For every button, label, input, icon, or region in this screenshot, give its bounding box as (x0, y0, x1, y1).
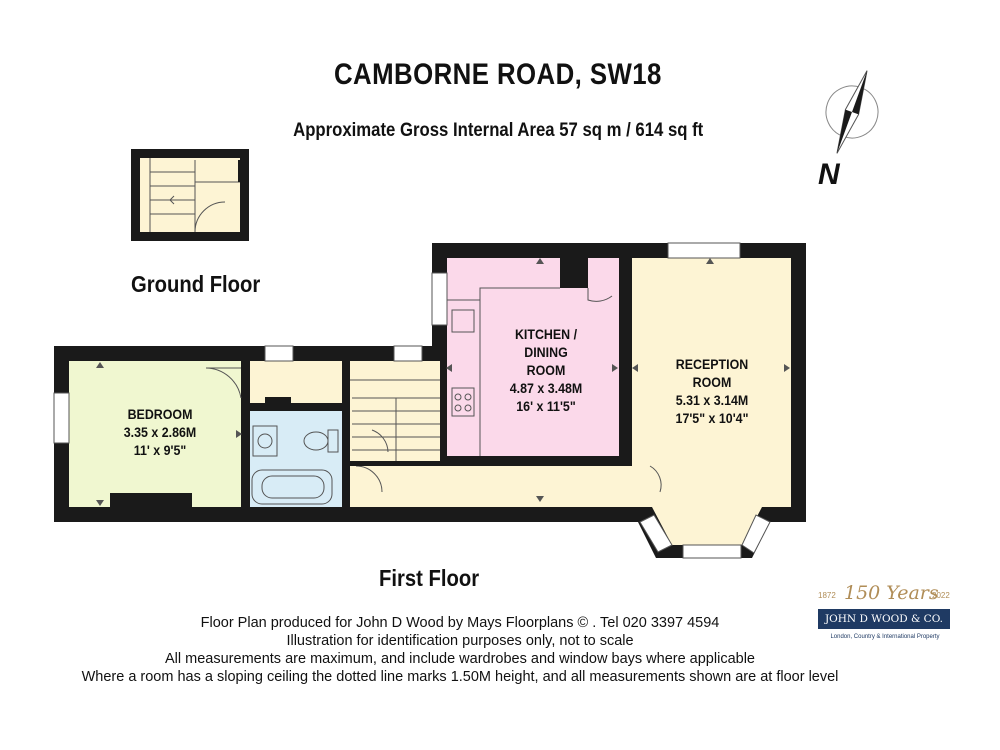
bedroom-area (69, 361, 241, 507)
reception-metric: 5.31 x 3.14M (675, 393, 749, 408)
reception-name-2: ROOM (692, 375, 732, 390)
ground-floor-label: Ground Floor (131, 271, 261, 297)
footer-line-2: Illustration for identification purposes… (286, 633, 634, 649)
kitchen-area (447, 258, 619, 456)
first-floor-plan (53, 242, 806, 559)
kitchen-metric: 4.87 x 3.48M (509, 381, 583, 396)
gross-area-text: Approximate Gross Internal Area 57 sq m … (293, 120, 704, 141)
reception-area (632, 258, 791, 545)
logo-tagline: London, Country & International Property (830, 634, 940, 640)
logo-anniversary: 150 Years (844, 582, 939, 604)
logo-year-start: 1872 (818, 591, 836, 600)
logo-year-end: 2022 (932, 591, 950, 600)
disclaimer-footer: Floor Plan produced for John D Wood by M… (0, 614, 1000, 686)
bedroom-metric: 3.35 x 2.86M (123, 425, 197, 440)
ground-floor-plan (131, 149, 249, 241)
logo-brand-text: JOHN D WOOD & CO. (824, 613, 944, 625)
footer-line-1: Floor Plan produced for John D Wood by M… (200, 615, 720, 631)
reception-imperial: 17'5" x 10'4" (675, 411, 749, 426)
bedroom-label: BEDROOM 3.35 x 2.86M 11' x 9'5" (100, 406, 220, 460)
plan-title: CAMBORNE ROAD, SW18 (333, 58, 662, 91)
logo-brand-badge: JOHN D WOOD & CO. (818, 609, 950, 629)
bathroom-area (250, 411, 342, 507)
kitchen-name-1: KITCHEN / (514, 327, 578, 342)
kitchen-label: KITCHEN / DINING ROOM 4.87 x 3.48M 16' x… (482, 326, 611, 416)
bedroom-name: BEDROOM (127, 407, 193, 422)
north-compass-icon (825, 70, 879, 154)
compass-north-label: N (818, 158, 840, 191)
agency-logo: 1872 150 Years 2022 JOHN D WOOD & CO. Lo… (810, 582, 960, 646)
kitchen-name-2: DINING (524, 345, 568, 360)
first-floor-label: First Floor (379, 565, 480, 591)
kitchen-imperial: 16' x 11'5" (516, 399, 576, 414)
reception-name-1: RECEPTION (675, 357, 749, 372)
footer-line-3: All measurements are maximum, and includ… (165, 651, 755, 667)
bedroom-imperial: 11' x 9'5" (133, 443, 187, 458)
reception-label: RECEPTION ROOM 5.31 x 3.14M 17'5" x 10'4… (648, 356, 777, 428)
kitchen-name-3: ROOM (526, 363, 566, 378)
footer-line-4: Where a room has a sloping ceiling the d… (81, 669, 839, 685)
